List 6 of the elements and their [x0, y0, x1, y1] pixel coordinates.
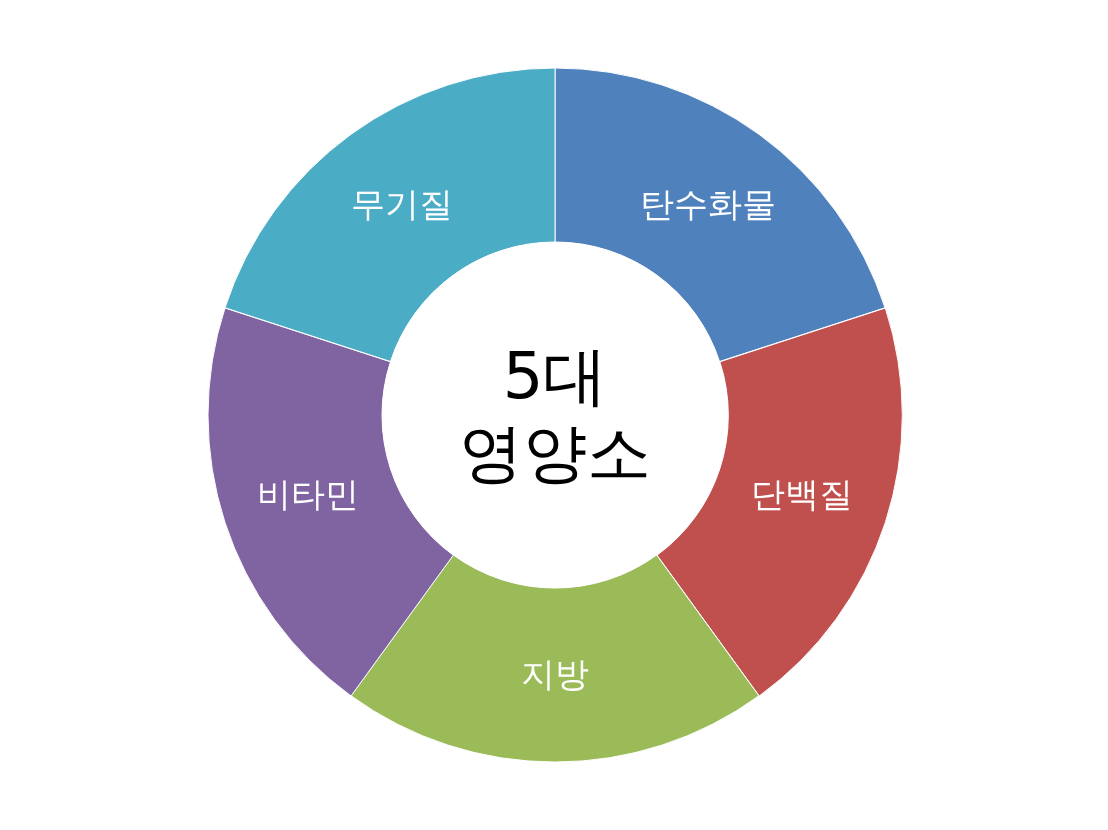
- segment-label: 지방: [521, 653, 589, 696]
- segment-label: 단백질: [751, 473, 854, 517]
- segment-label: 무기질: [351, 182, 454, 226]
- segment-label: 탄수화물: [639, 182, 776, 226]
- segment-label: 비타민: [256, 473, 359, 517]
- center-title: 5대 영양소: [458, 338, 652, 492]
